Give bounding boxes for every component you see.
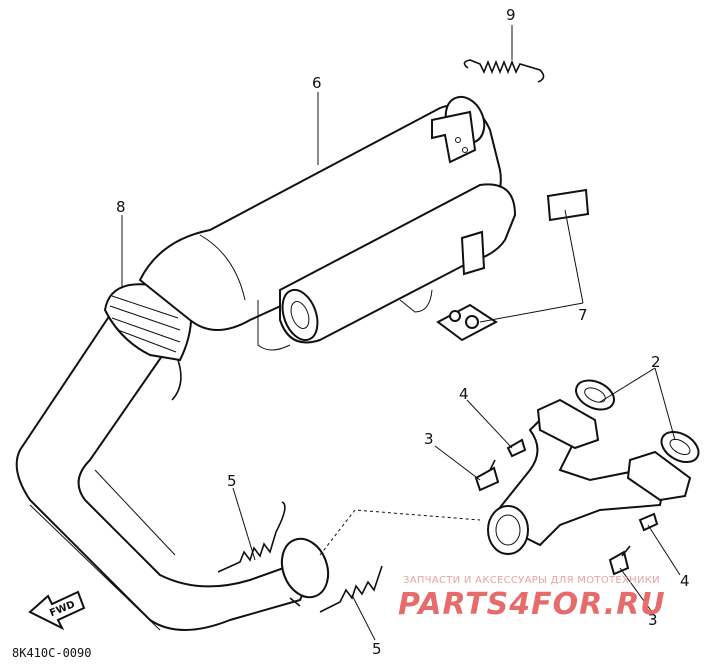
spring-9 [463,59,545,83]
fwd-arrow: FWD [28,590,86,631]
damper-plates [436,188,590,342]
callout-7: 7 [578,306,588,324]
callout-5-top: 5 [227,472,237,490]
y-pipe-manifold [487,398,692,555]
callout-6: 6 [312,74,322,92]
callout-8: 8 [116,198,126,216]
leader-lines [121,25,681,641]
callout-3-bottom: 3 [648,611,658,629]
springs-5 [217,501,383,613]
gaskets [575,379,700,464]
callout-2: 2 [651,353,661,371]
bolts-and-nuts [474,438,659,576]
callout-4-bottom: 4 [680,572,690,590]
joint-clamp [280,537,330,607]
watermark-brand: PARTS4FOR.RU [398,587,666,622]
callout-4-top: 4 [459,385,469,403]
callout-9: 9 [506,6,516,24]
watermark-tagline: ЗАПЧАСТИ И АКСЕССУАРЫ ДЛЯ МОТОТЕХНИКИ [403,575,660,586]
callout-3-top: 3 [424,430,434,448]
callout-5-bottom: 5 [372,640,382,658]
diagram-code: 8K410C-0090 [12,646,91,660]
muffler-brackets [431,110,486,276]
assembly-line [319,509,481,556]
